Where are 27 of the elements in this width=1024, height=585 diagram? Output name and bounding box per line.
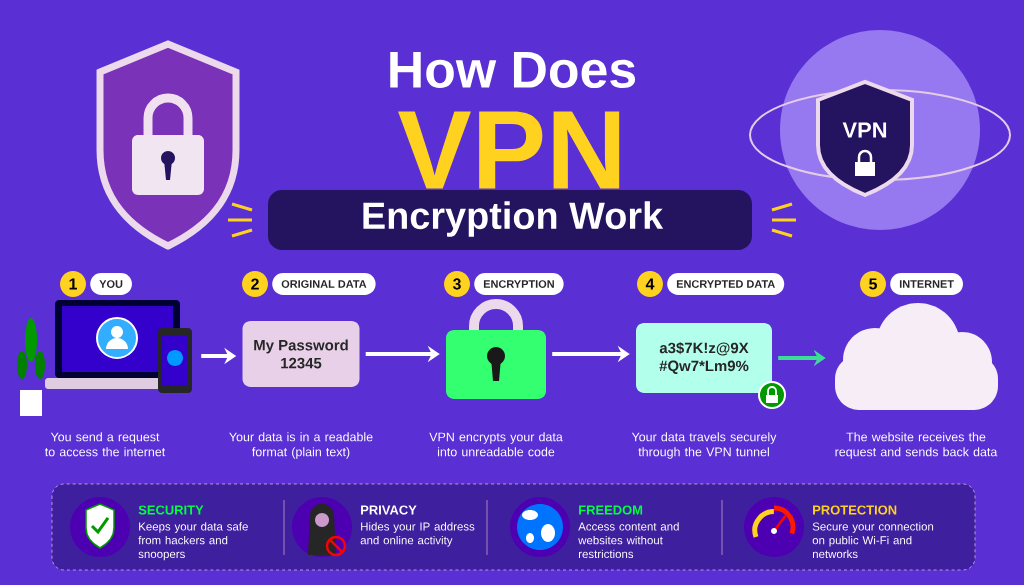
feature-heading: SECURITY — [138, 505, 204, 515]
shield-label: VPN — [842, 122, 887, 138]
step-description: Your data is in a readable format (plain text) — [229, 432, 373, 459]
step-description: Your data travels securely through the VPN tunnel — [631, 432, 777, 459]
title-banner: Encryption Work — [268, 190, 752, 250]
feature-text: Hides your IP address and online activity — [360, 522, 475, 547]
feature-heading: PROTECTION — [813, 505, 897, 515]
cloud-drawing — [835, 303, 998, 410]
feature-text: Access content and websites without restrictions — [578, 522, 679, 559]
device-drawing — [17, 300, 192, 416]
step-number: 1 — [60, 271, 86, 297]
feature-heading: PRIVACY — [361, 505, 417, 515]
data-card: a3$7K!z@9X #Qw7*Lm9% — [636, 323, 772, 393]
title-text: How Does — [390, 51, 636, 89]
feature-text: Keeps your data safe from hackers and snoopers — [138, 522, 248, 561]
padlock-drawing — [446, 299, 546, 399]
step-number: 5 — [860, 271, 886, 297]
step-number: 3 — [444, 271, 470, 297]
feature-text: Secure your connection on public Wi-Fi and networks — [812, 522, 934, 559]
step-number: 2 — [242, 271, 268, 297]
step-description: VPN encrypts your data into unreadable code — [429, 432, 563, 457]
step-description: The website receives the request and sends back data — [835, 432, 998, 459]
feature-heading: FREEDOM — [579, 505, 643, 515]
data-card: My Password 12345 — [242, 321, 360, 387]
step-description: You send a request to access the internet — [44, 432, 166, 457]
step-number: 4 — [637, 271, 663, 297]
title-text: VPN — [398, 111, 620, 189]
